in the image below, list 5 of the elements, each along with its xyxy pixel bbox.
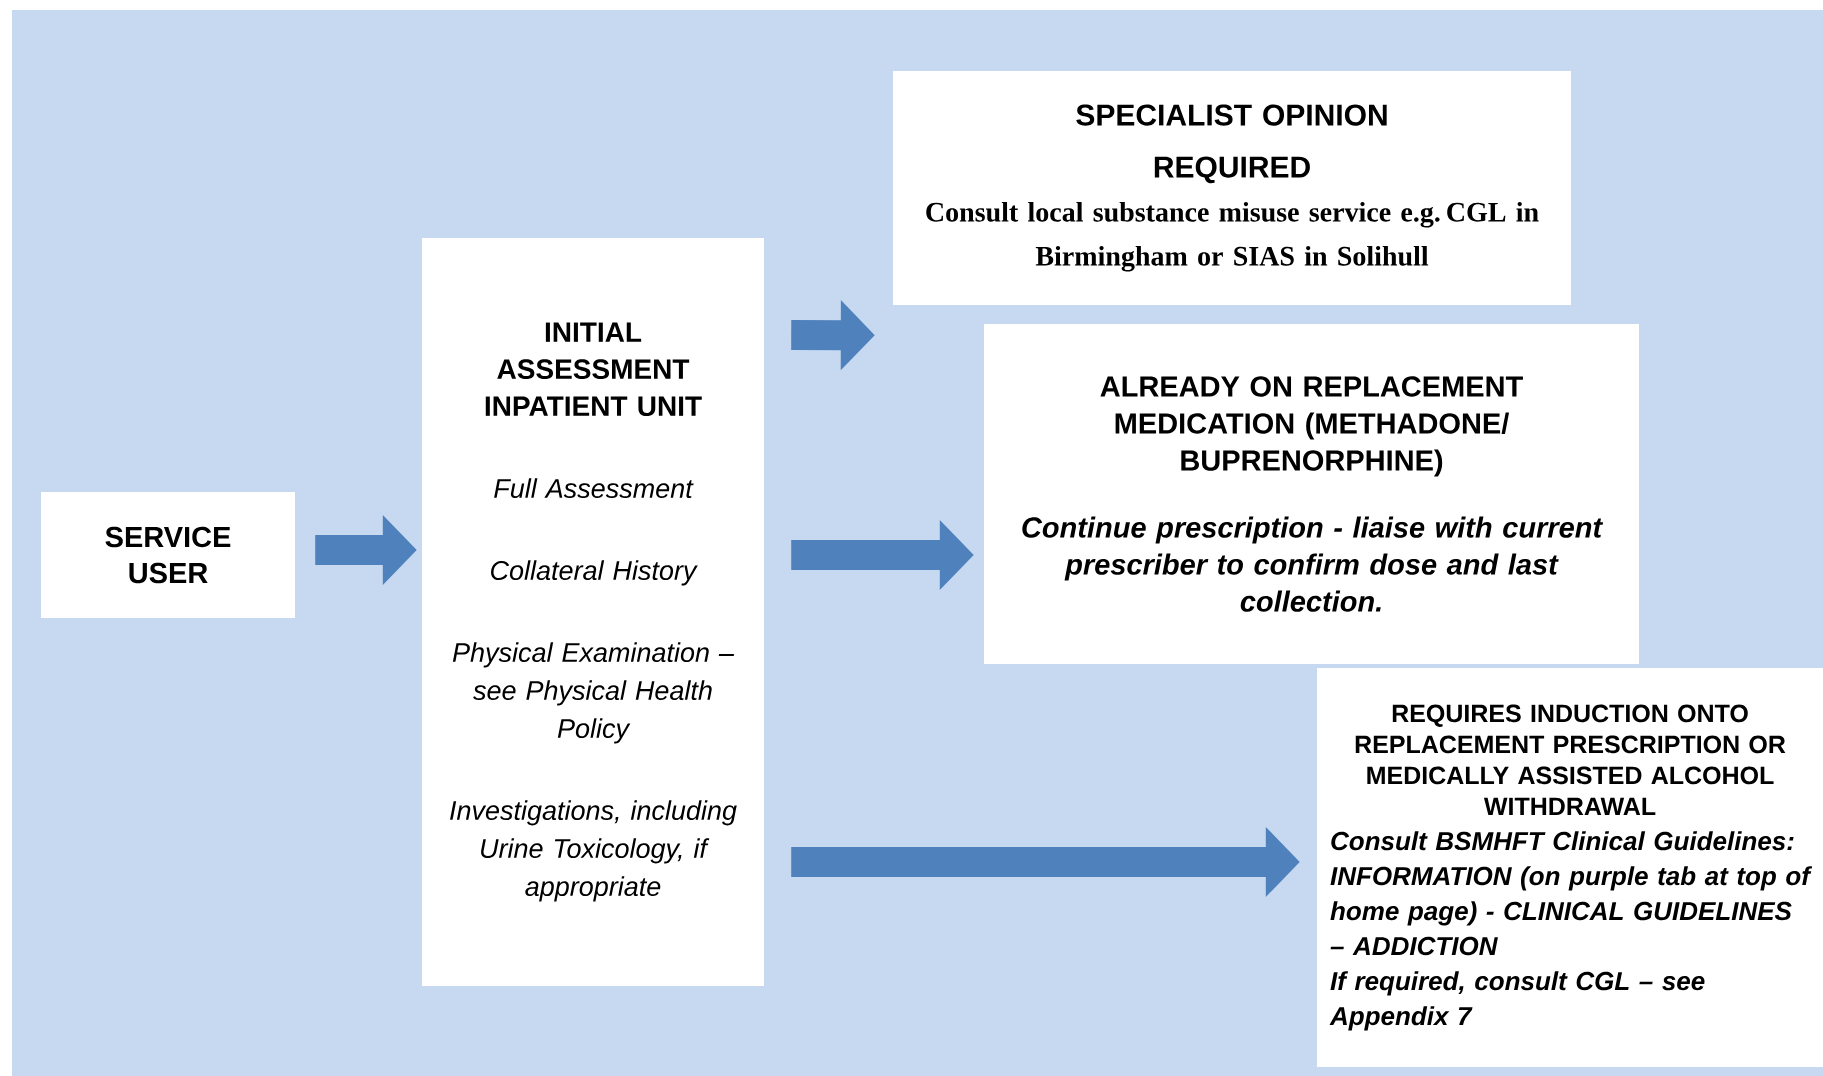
process-box: REQUIRES INDUCTION ONTO REPLACEMENT PRESCRIPTION OR MEDICALLY ASSISTED ALCOHOL WITHDRAWAL Consult BSMHFT Clinical Guidelines: INFORMATION (on purple tab at top of home page) - CLINICAL GUIDELINES – ADDICTION If required, consult CGL – see Appendix 7 (1317, 668, 1823, 1067)
process-box: SERVICE USER (41, 492, 295, 618)
process-box: SPECIALIST OPINION REQUIRED Consult local substance misuse service e.g. CGL in Birmingham or SIAS in Solihull (893, 71, 1571, 305)
process-box: ALREADY ON REPLACEMENT MEDICATION (METHADONE/ BUPRENORPHINE) Continue prescription - liaise with current prescriber to confirm dose and last collection. (984, 324, 1639, 664)
process-box: INITIAL ASSESSMENT INPATIENT UNIT Full Assessment Collateral History Physical Examination – see Physical Health Policy Investigations, including Urine Toxicology, if appropriate (422, 238, 764, 986)
